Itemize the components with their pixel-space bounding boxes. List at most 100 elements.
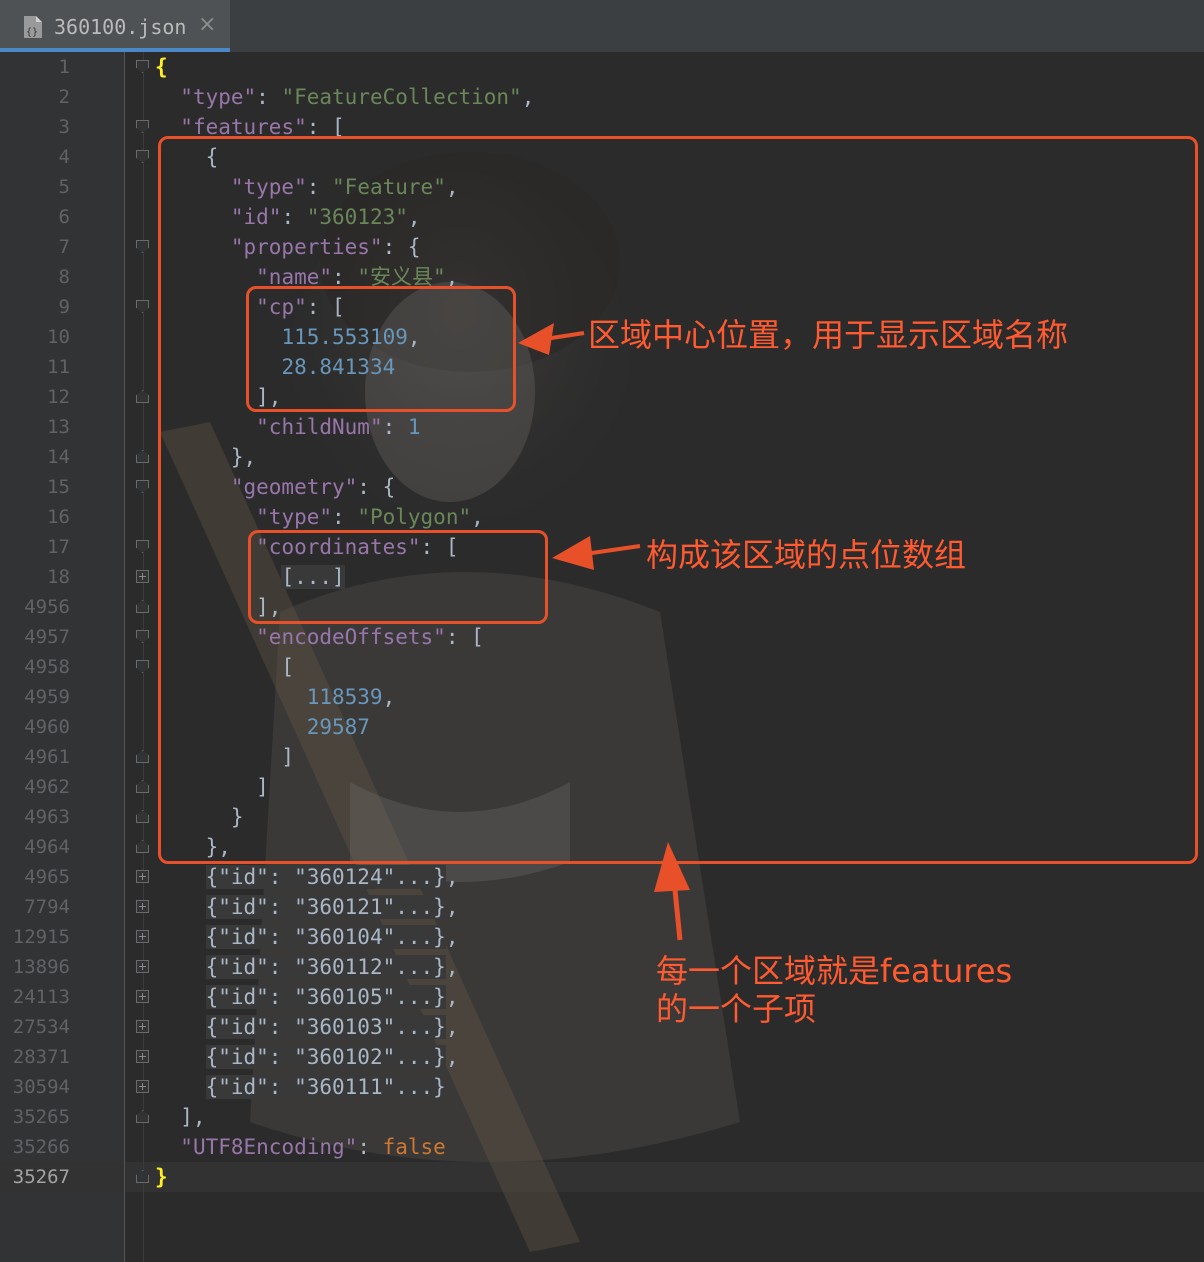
line-number: 7 <box>58 236 70 258</box>
feature-annotation-line1: 每一个区域就是features <box>656 952 1013 990</box>
line-number: 8 <box>58 266 70 288</box>
coordinates-annotation: 构成该区域的点位数组 <box>646 536 967 574</box>
line-number: 13 <box>47 416 70 438</box>
code-line: {"id": "360112"...}, <box>205 955 459 979</box>
collapsed-feature[interactable]: {"id": "360111"...} <box>205 1075 446 1099</box>
collapsed-feature[interactable]: {"id": "360103"...} <box>205 1015 446 1039</box>
fold-toggle-icon[interactable] <box>136 150 149 163</box>
code-line: 29587 <box>306 715 370 739</box>
fold-toggle-icon[interactable] <box>136 390 149 403</box>
code-line: }, <box>155 835 231 859</box>
fold-toggle-icon[interactable] <box>136 1110 149 1123</box>
line-number: 4965 <box>24 866 70 888</box>
line-number: 4958 <box>24 656 70 678</box>
line-number: 4963 <box>24 806 70 828</box>
expand-icon[interactable] <box>136 900 149 913</box>
indent-guide <box>143 52 144 1262</box>
fold-toggle-icon[interactable] <box>136 840 149 853</box>
code-line: "encodeOffsets": [ <box>256 625 484 649</box>
code-line: 28.841334 <box>281 355 396 379</box>
code-line: {"id": "360103"...}, <box>205 1015 459 1039</box>
fold-toggle-icon[interactable] <box>136 810 149 823</box>
code-line: 115.553109, <box>281 325 421 349</box>
code-line: "properties": { <box>230 235 421 259</box>
code-line: }, <box>155 445 257 469</box>
code-line: "UTF8Encoding": false <box>180 1135 446 1159</box>
code-line: {"id": "360121"...}, <box>205 895 459 919</box>
code-line: "type": "FeatureCollection", <box>180 85 535 109</box>
collapsed-feature[interactable]: {"id": "360124"...} <box>205 865 446 889</box>
code-line: {"id": "360105"...}, <box>205 985 459 1009</box>
fold-toggle-icon[interactable] <box>136 120 149 133</box>
line-number: 13896 <box>12 956 70 978</box>
expand-icon[interactable] <box>136 1020 149 1033</box>
close-icon[interactable]: × <box>198 12 217 37</box>
fold-toggle-icon[interactable] <box>136 1170 149 1183</box>
code-line: "childNum": 1 <box>256 415 421 439</box>
fold-toggle-icon[interactable] <box>136 780 149 793</box>
cp-annotation: 区域中心位置，用于显示区域名称 <box>588 316 1069 354</box>
collapsed-region[interactable]: [...] <box>281 565 345 589</box>
line-number-current: 35267 <box>12 1166 70 1188</box>
fold-toggle-icon[interactable] <box>136 660 149 673</box>
line-number: 4956 <box>24 596 70 618</box>
line-number: 2 <box>58 86 70 108</box>
fold-toggle-icon[interactable] <box>136 300 149 313</box>
expand-icon[interactable] <box>136 570 149 583</box>
code-line: ] <box>155 745 295 769</box>
code-line: { <box>155 145 219 169</box>
collapsed-feature[interactable]: {"id": "360104"...} <box>205 925 446 949</box>
collapsed-feature[interactable]: {"id": "360121"...} <box>205 895 446 919</box>
code-editor[interactable]: 1 2 3 4 5 6 7 8 9 10 11 12 13 14 15 16 1… <box>0 52 1204 1262</box>
feature-highlight-box <box>158 136 1198 864</box>
code-line: "coordinates": [ <box>256 535 459 559</box>
line-number: 14 <box>47 446 70 468</box>
collapsed-feature[interactable]: {"id": "360112"...} <box>205 955 446 979</box>
expand-icon[interactable] <box>136 930 149 943</box>
code-line: "name": "安义县", <box>256 265 459 289</box>
line-number: 15 <box>47 476 70 498</box>
fold-toggle-icon[interactable] <box>136 450 149 463</box>
collapsed-feature[interactable]: {"id": "360102"...} <box>205 1045 446 1069</box>
line-number: 5 <box>58 176 70 198</box>
line-number: 4961 <box>24 746 70 768</box>
line-number: 28371 <box>12 1046 70 1068</box>
fold-toggle-icon[interactable] <box>136 750 149 763</box>
collapsed-feature[interactable]: {"id": "360105"...} <box>205 985 446 1009</box>
code-line: {"id": "360102"...}, <box>205 1045 459 1069</box>
editor-tab-bar: {} 360100.json × <box>0 0 1204 53</box>
fold-toggle-icon[interactable] <box>136 60 149 73</box>
fold-toggle-icon[interactable] <box>136 540 149 553</box>
line-number: 30594 <box>12 1076 70 1098</box>
fold-toggle-icon[interactable] <box>136 480 149 493</box>
code-line: [ <box>155 655 295 679</box>
expand-icon[interactable] <box>136 1080 149 1093</box>
code-line: "features": [ <box>180 115 345 139</box>
code-line: "cp": [ <box>256 295 345 319</box>
line-number: 4960 <box>24 716 70 738</box>
tab-title: 360100.json <box>54 15 187 39</box>
expand-icon[interactable] <box>136 1050 149 1063</box>
file-tab[interactable]: {} 360100.json × <box>0 0 230 52</box>
code-line: "geometry": { <box>230 475 396 499</box>
line-number: 24113 <box>12 986 70 1008</box>
code-line: } <box>155 805 244 829</box>
code-line: ], <box>155 385 282 409</box>
line-number: 4959 <box>24 686 70 708</box>
line-number: 4957 <box>24 626 70 648</box>
expand-icon[interactable] <box>136 990 149 1003</box>
fold-toggle-icon[interactable] <box>136 600 149 613</box>
code-line: ], <box>155 1105 206 1129</box>
fold-toggle-icon[interactable] <box>136 240 149 253</box>
line-number: 17 <box>47 536 70 558</box>
expand-icon[interactable] <box>136 960 149 973</box>
line-number: 16 <box>47 506 70 528</box>
line-number: 12 <box>47 386 70 408</box>
svg-text:{}: {} <box>26 27 38 38</box>
fold-toggle-icon[interactable] <box>136 630 149 643</box>
code-line: ], <box>155 595 282 619</box>
line-number: 7794 <box>24 896 70 918</box>
expand-icon[interactable] <box>136 870 149 883</box>
code-line: { <box>155 55 168 79</box>
code-line: {"id": "360124"...}, <box>205 865 459 889</box>
